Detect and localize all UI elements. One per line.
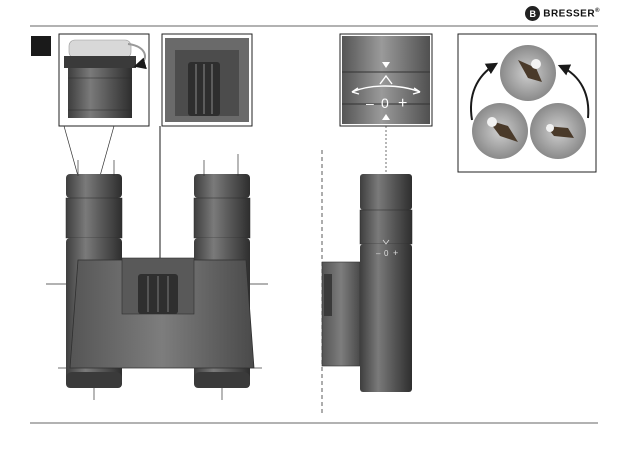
left-eyecup: [66, 174, 122, 198]
section-marker: [31, 36, 51, 56]
focus-wheel-detail-inset: [162, 34, 252, 126]
side-focus-wheel: [324, 274, 332, 316]
right-twist-sleeve: [194, 198, 250, 238]
eyepiece-callout-line: [64, 126, 78, 176]
diopter-detail-inset: – 0 +: [340, 34, 432, 126]
diopter-minus-label: –: [366, 95, 374, 111]
side-dial-minus: –: [376, 249, 381, 258]
side-dial-plus: +: [393, 248, 398, 258]
side-twist-sleeve: [360, 210, 412, 244]
right-eyecup: [194, 174, 250, 198]
left-twist-sleeve: [66, 198, 122, 238]
binocular-side-view: – 0 +: [322, 174, 412, 392]
diopter-plus-label: +: [398, 95, 407, 112]
eyepiece-detail-inset: [59, 34, 149, 126]
side-barrel: [360, 244, 412, 392]
right-objective-end: [194, 372, 250, 388]
side-eyecup: [360, 174, 412, 210]
eagle-photo-inset: [458, 34, 596, 172]
side-dial-zero: 0: [384, 249, 389, 258]
left-objective-end: [66, 372, 122, 388]
diopter-zero-label: 0: [381, 95, 389, 111]
